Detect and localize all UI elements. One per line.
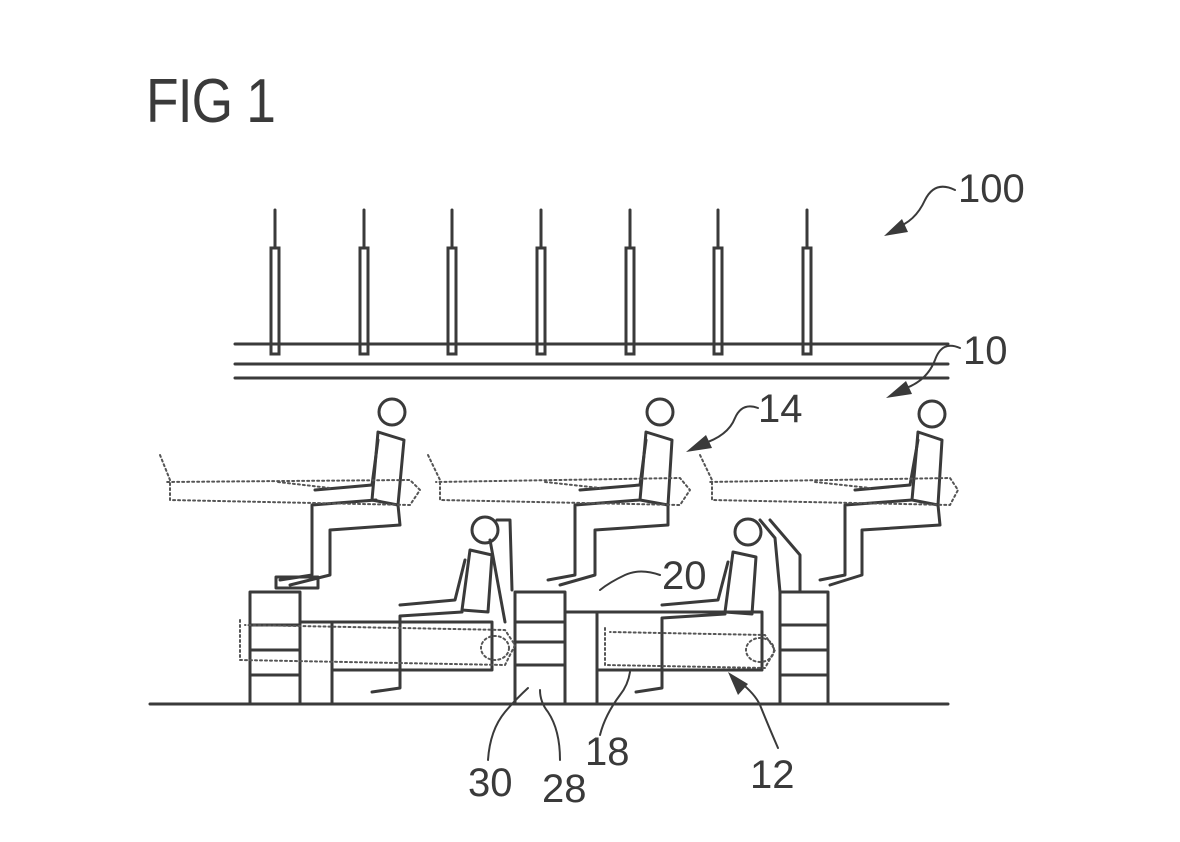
upper-passenger-middle-reclined <box>427 454 691 506</box>
hanging-rod <box>801 208 813 356</box>
upper-passenger-right <box>818 399 947 587</box>
ref-numeral-14: 14 <box>758 387 803 431</box>
leader-14 <box>686 405 759 452</box>
seat-stand-left <box>248 590 334 706</box>
lower-seat-right <box>595 518 802 672</box>
leader-100 <box>884 185 956 236</box>
upper-deck-rails <box>233 342 950 380</box>
ref-numeral-28: 28 <box>542 767 587 811</box>
figure-title: FIG 1 <box>146 67 276 136</box>
hanging-rod <box>712 208 724 356</box>
ref-numeral-20: 20 <box>662 554 707 598</box>
leader-10 <box>886 344 961 398</box>
ref-numeral-100: 100 <box>958 167 1025 211</box>
leader-20 <box>599 570 661 591</box>
seat-stand-middle <box>513 590 599 706</box>
upper-passenger-left-reclined <box>159 454 421 506</box>
leader-18 <box>599 671 631 736</box>
lower-passenger-right <box>634 517 763 694</box>
ref-numeral-12: 12 <box>750 753 795 797</box>
lower-passenger-left <box>370 515 500 694</box>
upper-passenger-right-reclined <box>699 454 959 506</box>
ref-numeral-30: 30 <box>468 761 513 805</box>
ref-numeral-10: 10 <box>963 329 1008 373</box>
ref-numeral-18: 18 <box>585 730 630 774</box>
upper-passenger-middle <box>546 397 675 587</box>
hanging-rod <box>624 208 636 356</box>
leader-28 <box>539 689 561 761</box>
hanging-rod <box>269 208 281 356</box>
leader-12 <box>728 672 779 749</box>
seat-stand-right <box>778 590 830 706</box>
lower-passenger-right-lying <box>604 627 776 669</box>
hanging-rods <box>269 208 813 356</box>
ceiling-structure <box>233 208 950 380</box>
lower-passenger-left-lying <box>239 619 516 666</box>
leader-30 <box>487 687 529 761</box>
upper-passenger-left <box>274 397 407 590</box>
hanging-rod <box>358 208 370 356</box>
hanging-rod <box>446 208 458 356</box>
hanging-rod <box>535 208 547 356</box>
